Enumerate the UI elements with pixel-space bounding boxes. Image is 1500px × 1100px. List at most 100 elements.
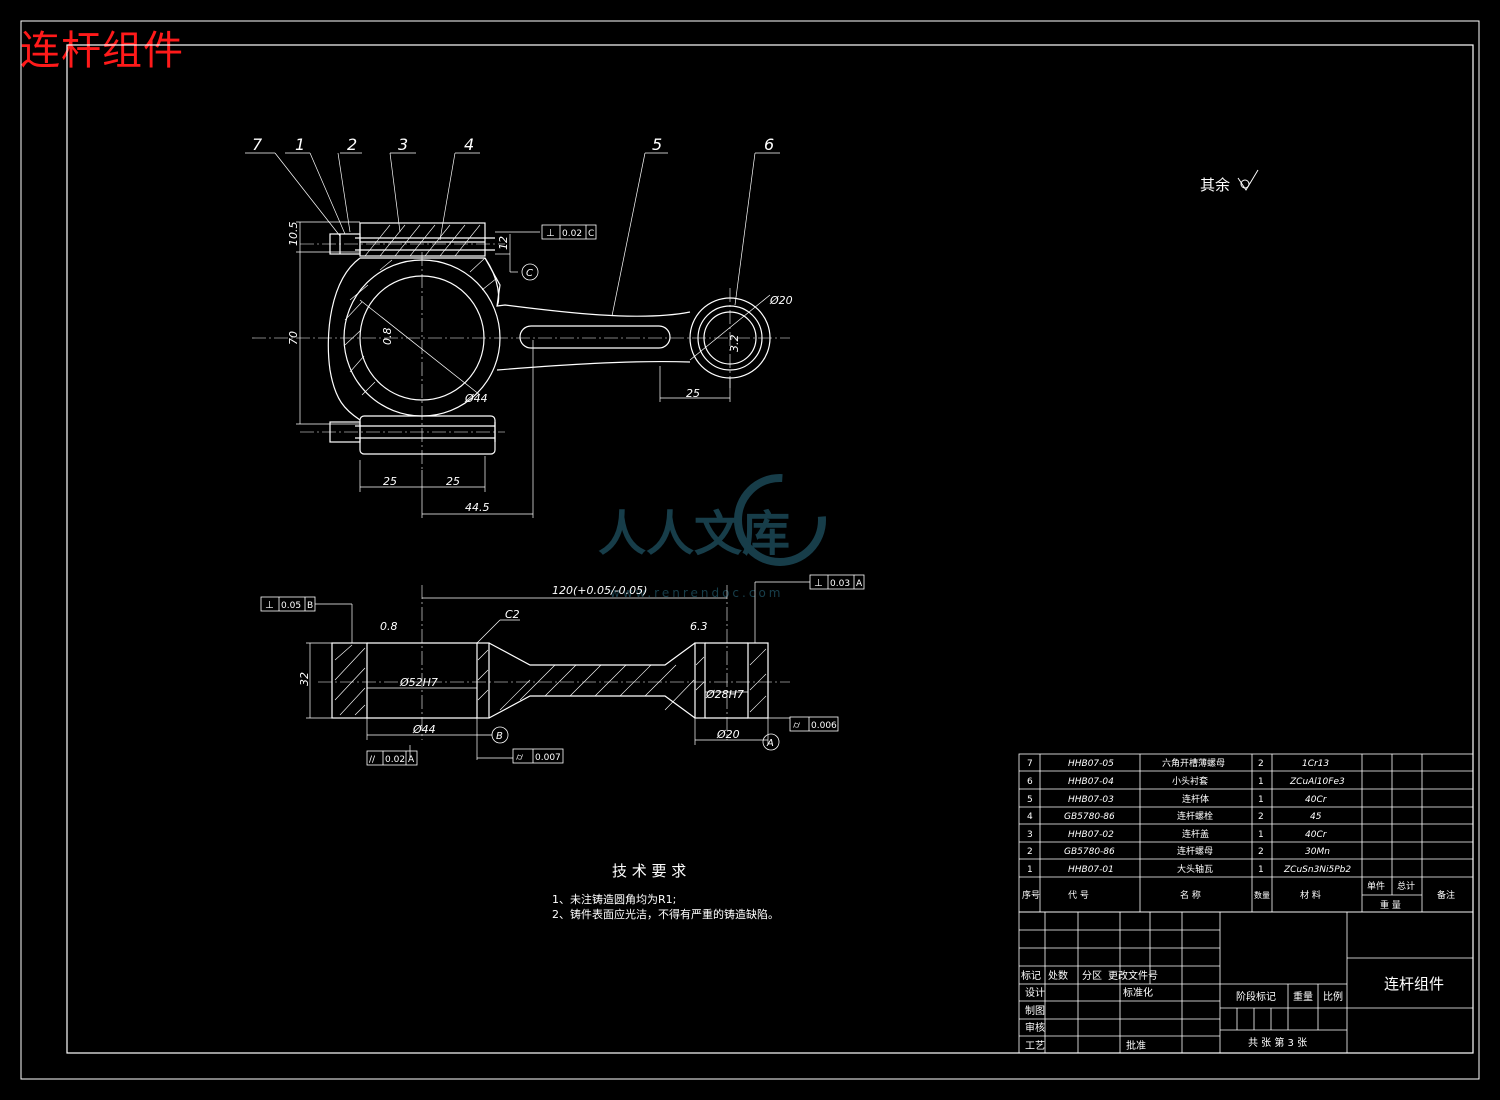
part-qty-5: 1 bbox=[1258, 795, 1264, 805]
parts-head-qty: 数量 bbox=[1254, 890, 1270, 900]
part-seq-3: 3 bbox=[1027, 830, 1033, 840]
balloon-1: 1 bbox=[295, 135, 305, 154]
part-code-5: HHB07-03 bbox=[1068, 795, 1114, 805]
part-qty-2: 2 bbox=[1258, 847, 1264, 857]
dim-3-2: 3.2 bbox=[728, 335, 741, 353]
tol-perp-c-ref: C bbox=[588, 229, 594, 239]
tb-stage: 阶段标记 bbox=[1236, 990, 1276, 1003]
tol-par-a: // 0.02 A bbox=[366, 750, 418, 766]
tol-perp-a-sym: ⊥ bbox=[814, 578, 823, 589]
part-name-3: 连杆盖 bbox=[1182, 828, 1209, 840]
part-code-1: HHB07-01 bbox=[1068, 865, 1114, 875]
tol-perp-c: ⊥ 0.02 C bbox=[541, 224, 597, 240]
datum-b: B bbox=[477, 726, 509, 744]
tb-label-count: 处数 bbox=[1048, 969, 1068, 982]
part-name-1: 大头轴瓦 bbox=[1177, 863, 1213, 875]
part-name-4: 连杆螺栓 bbox=[1177, 810, 1213, 822]
watermark: 人人文库 www.renrendoc.com bbox=[598, 474, 826, 600]
tb-process: 工艺 bbox=[1025, 1040, 1045, 1052]
part-code-6: HHB07-04 bbox=[1068, 777, 1114, 787]
tb-ratio: 比例 bbox=[1323, 990, 1343, 1003]
dim-70: 70 bbox=[287, 331, 300, 345]
tb-label-mark: 标记 bbox=[1021, 970, 1041, 982]
part-name-6: 小头衬套 bbox=[1172, 775, 1208, 787]
parts-head-seq: 序号 bbox=[1022, 889, 1040, 901]
top-view bbox=[245, 152, 790, 518]
tech-req-line-1: 1、未注铸造圆角均为R1; bbox=[552, 892, 676, 906]
page-title: 连杆组件 bbox=[20, 28, 184, 74]
part-name-2: 连杆螺母 bbox=[1177, 845, 1213, 857]
balloon-3: 3 bbox=[398, 135, 408, 154]
dim-10-5: 10.5 bbox=[287, 222, 300, 247]
parts-head-total: 总计 bbox=[1397, 880, 1415, 892]
tb-sheets: 共 张 第 3 张 bbox=[1248, 1036, 1307, 1049]
part-mat-3: 40Cr bbox=[1305, 830, 1328, 840]
tb-name: 连杆组件 bbox=[1384, 975, 1444, 993]
balloon-5: 5 bbox=[652, 135, 662, 154]
part-name-5: 连杆体 bbox=[1182, 793, 1209, 805]
tech-req-heading: 技 术 要 求 bbox=[612, 862, 686, 880]
tol-par-a-ref: A bbox=[408, 755, 415, 765]
tol-cyl-1: ⌭ 0.007 bbox=[512, 748, 564, 764]
datum-c-label: C bbox=[526, 268, 533, 279]
watermark-url: www.renrendoc.com bbox=[610, 586, 783, 600]
part-code-4: GB5780-86 bbox=[1064, 812, 1115, 822]
tech-req-line-2: 2、铸件表面应光洁，不得有严重的铸造缺陷。 bbox=[552, 907, 779, 921]
part-mat-7: 1Cr13 bbox=[1302, 759, 1329, 769]
part-mat-1: ZCuSn3Ni5Pb2 bbox=[1283, 865, 1351, 875]
dim-120: 120(+0.05/-0.05) bbox=[552, 584, 647, 597]
tol-cyl-1-val: 0.007 bbox=[535, 753, 561, 763]
parts-head-mat: 材 料 bbox=[1300, 889, 1321, 901]
datum-c: C bbox=[521, 263, 539, 281]
tb-label-docno: 更改文件号 bbox=[1108, 969, 1158, 982]
tol-cyl-2-val: 0.006 bbox=[811, 721, 837, 731]
dim-d28: Ø28H7 bbox=[705, 688, 744, 701]
dim-d20-sec: Ø20 bbox=[716, 728, 740, 741]
tol-cyl-2-sym: ⌭ bbox=[793, 720, 801, 731]
datum-a-label: A bbox=[766, 738, 774, 749]
tol-cyl-1-sym: ⌭ bbox=[516, 752, 524, 763]
dim-d52: Ø52H7 bbox=[399, 676, 438, 689]
dim-25-b: 25 bbox=[446, 475, 460, 488]
tol-perp-b: ⊥ 0.05 B bbox=[260, 596, 316, 612]
tb-label-zone: 分区 bbox=[1082, 970, 1102, 982]
part-qty-3: 1 bbox=[1258, 830, 1264, 840]
parts-head-code: 代 号 bbox=[1068, 890, 1089, 901]
title-block bbox=[1018, 911, 1474, 1054]
balloon-7: 7 bbox=[252, 135, 263, 154]
tb-review: 审核 bbox=[1025, 1021, 1045, 1034]
part-qty-1: 1 bbox=[1258, 865, 1264, 875]
dim-c2: C2 bbox=[505, 608, 520, 621]
parts-head-weight: 重 量 bbox=[1380, 899, 1401, 911]
tb-standard: 标准化 bbox=[1123, 986, 1153, 999]
dim-6-3: 6.3 bbox=[690, 620, 708, 633]
part-code-2: GB5780-86 bbox=[1064, 847, 1115, 857]
tol-perp-b-sym: ⊥ bbox=[265, 600, 274, 611]
dim-d20-top: Ø20 bbox=[769, 294, 793, 307]
dim-32: 32 bbox=[298, 672, 311, 686]
datum-a: A bbox=[762, 733, 780, 751]
part-mat-4: 45 bbox=[1310, 812, 1322, 822]
tol-perp-b-val: 0.05 bbox=[281, 601, 301, 611]
part-qty-4: 2 bbox=[1258, 812, 1264, 822]
dim-12: 12 bbox=[497, 236, 510, 250]
dim-25-right: 25 bbox=[686, 387, 700, 400]
tol-perp-b-ref: B bbox=[307, 601, 313, 611]
part-seq-4: 4 bbox=[1027, 812, 1033, 822]
surface-note: 其余 bbox=[1200, 176, 1230, 194]
tol-perp-c-sym: ⊥ bbox=[546, 228, 555, 239]
section-view bbox=[306, 581, 810, 760]
tol-perp-a-ref: A bbox=[856, 579, 863, 589]
part-seq-7: 7 bbox=[1027, 759, 1033, 769]
dim-0-8: 0.8 bbox=[381, 328, 394, 346]
tol-par-a-sym: // bbox=[369, 755, 376, 765]
tb-design: 设计 bbox=[1025, 986, 1045, 999]
part-qty-7: 2 bbox=[1258, 759, 1264, 769]
dim-25-a: 25 bbox=[383, 475, 397, 488]
tol-perp-c-val: 0.02 bbox=[562, 229, 582, 239]
tol-perp-a-val: 0.03 bbox=[830, 579, 850, 589]
part-code-7: HHB07-05 bbox=[1068, 759, 1114, 769]
part-name-7: 六角开槽薄螺母 bbox=[1162, 757, 1225, 769]
parts-head-remark: 备注 bbox=[1437, 889, 1455, 901]
